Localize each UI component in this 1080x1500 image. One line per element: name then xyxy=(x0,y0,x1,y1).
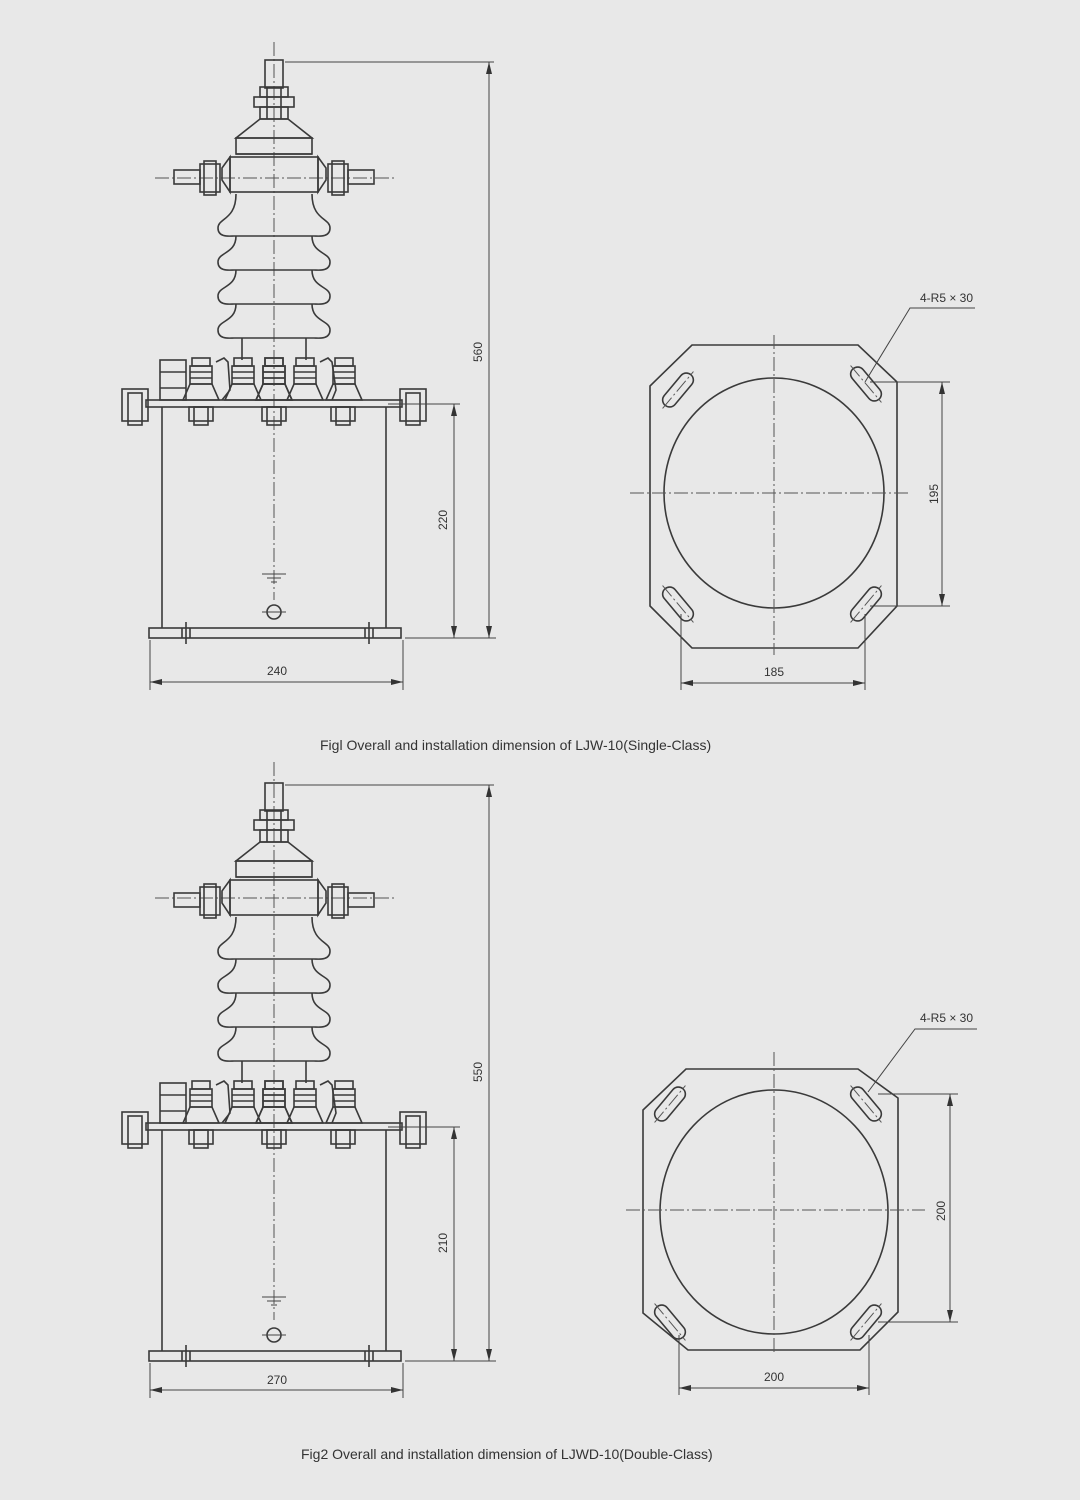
fig1-base-width-label: 240 xyxy=(267,664,287,678)
fig2-vertical-spacing-label: 200 xyxy=(934,1201,948,1221)
fig2-overall-height-label: 550 xyxy=(471,1062,485,1082)
fig2-base-width-label: 270 xyxy=(267,1373,287,1387)
fig1-base-plate-view: 4-R5 × 30 195 185 xyxy=(630,291,975,690)
fig2-slot-note: 4-R5 × 30 xyxy=(920,1011,973,1025)
fig1-vertical-spacing-label: 195 xyxy=(927,484,941,504)
fig2-base-plate-view: 4-R5 × 30 200 200 xyxy=(626,1011,977,1395)
fig1-front-view: 560 220 240 xyxy=(122,42,496,690)
fig2-body-height-label: 210 xyxy=(436,1233,450,1253)
fig1-horizontal-spacing-label: 185 xyxy=(764,665,784,679)
fig1-slot-note: 4-R5 × 30 xyxy=(920,291,973,305)
fig2-caption: Fig2 Overall and installation dimension … xyxy=(301,1446,713,1462)
fig1-overall-height-label: 560 xyxy=(471,342,485,362)
fig2-front-view: 550 210 270 xyxy=(122,762,496,1398)
fig1-caption: Figl Overall and installation dimension … xyxy=(320,737,712,753)
fig2-horizontal-spacing-label: 200 xyxy=(764,1370,784,1384)
fig1-body-height-label: 220 xyxy=(436,510,450,530)
